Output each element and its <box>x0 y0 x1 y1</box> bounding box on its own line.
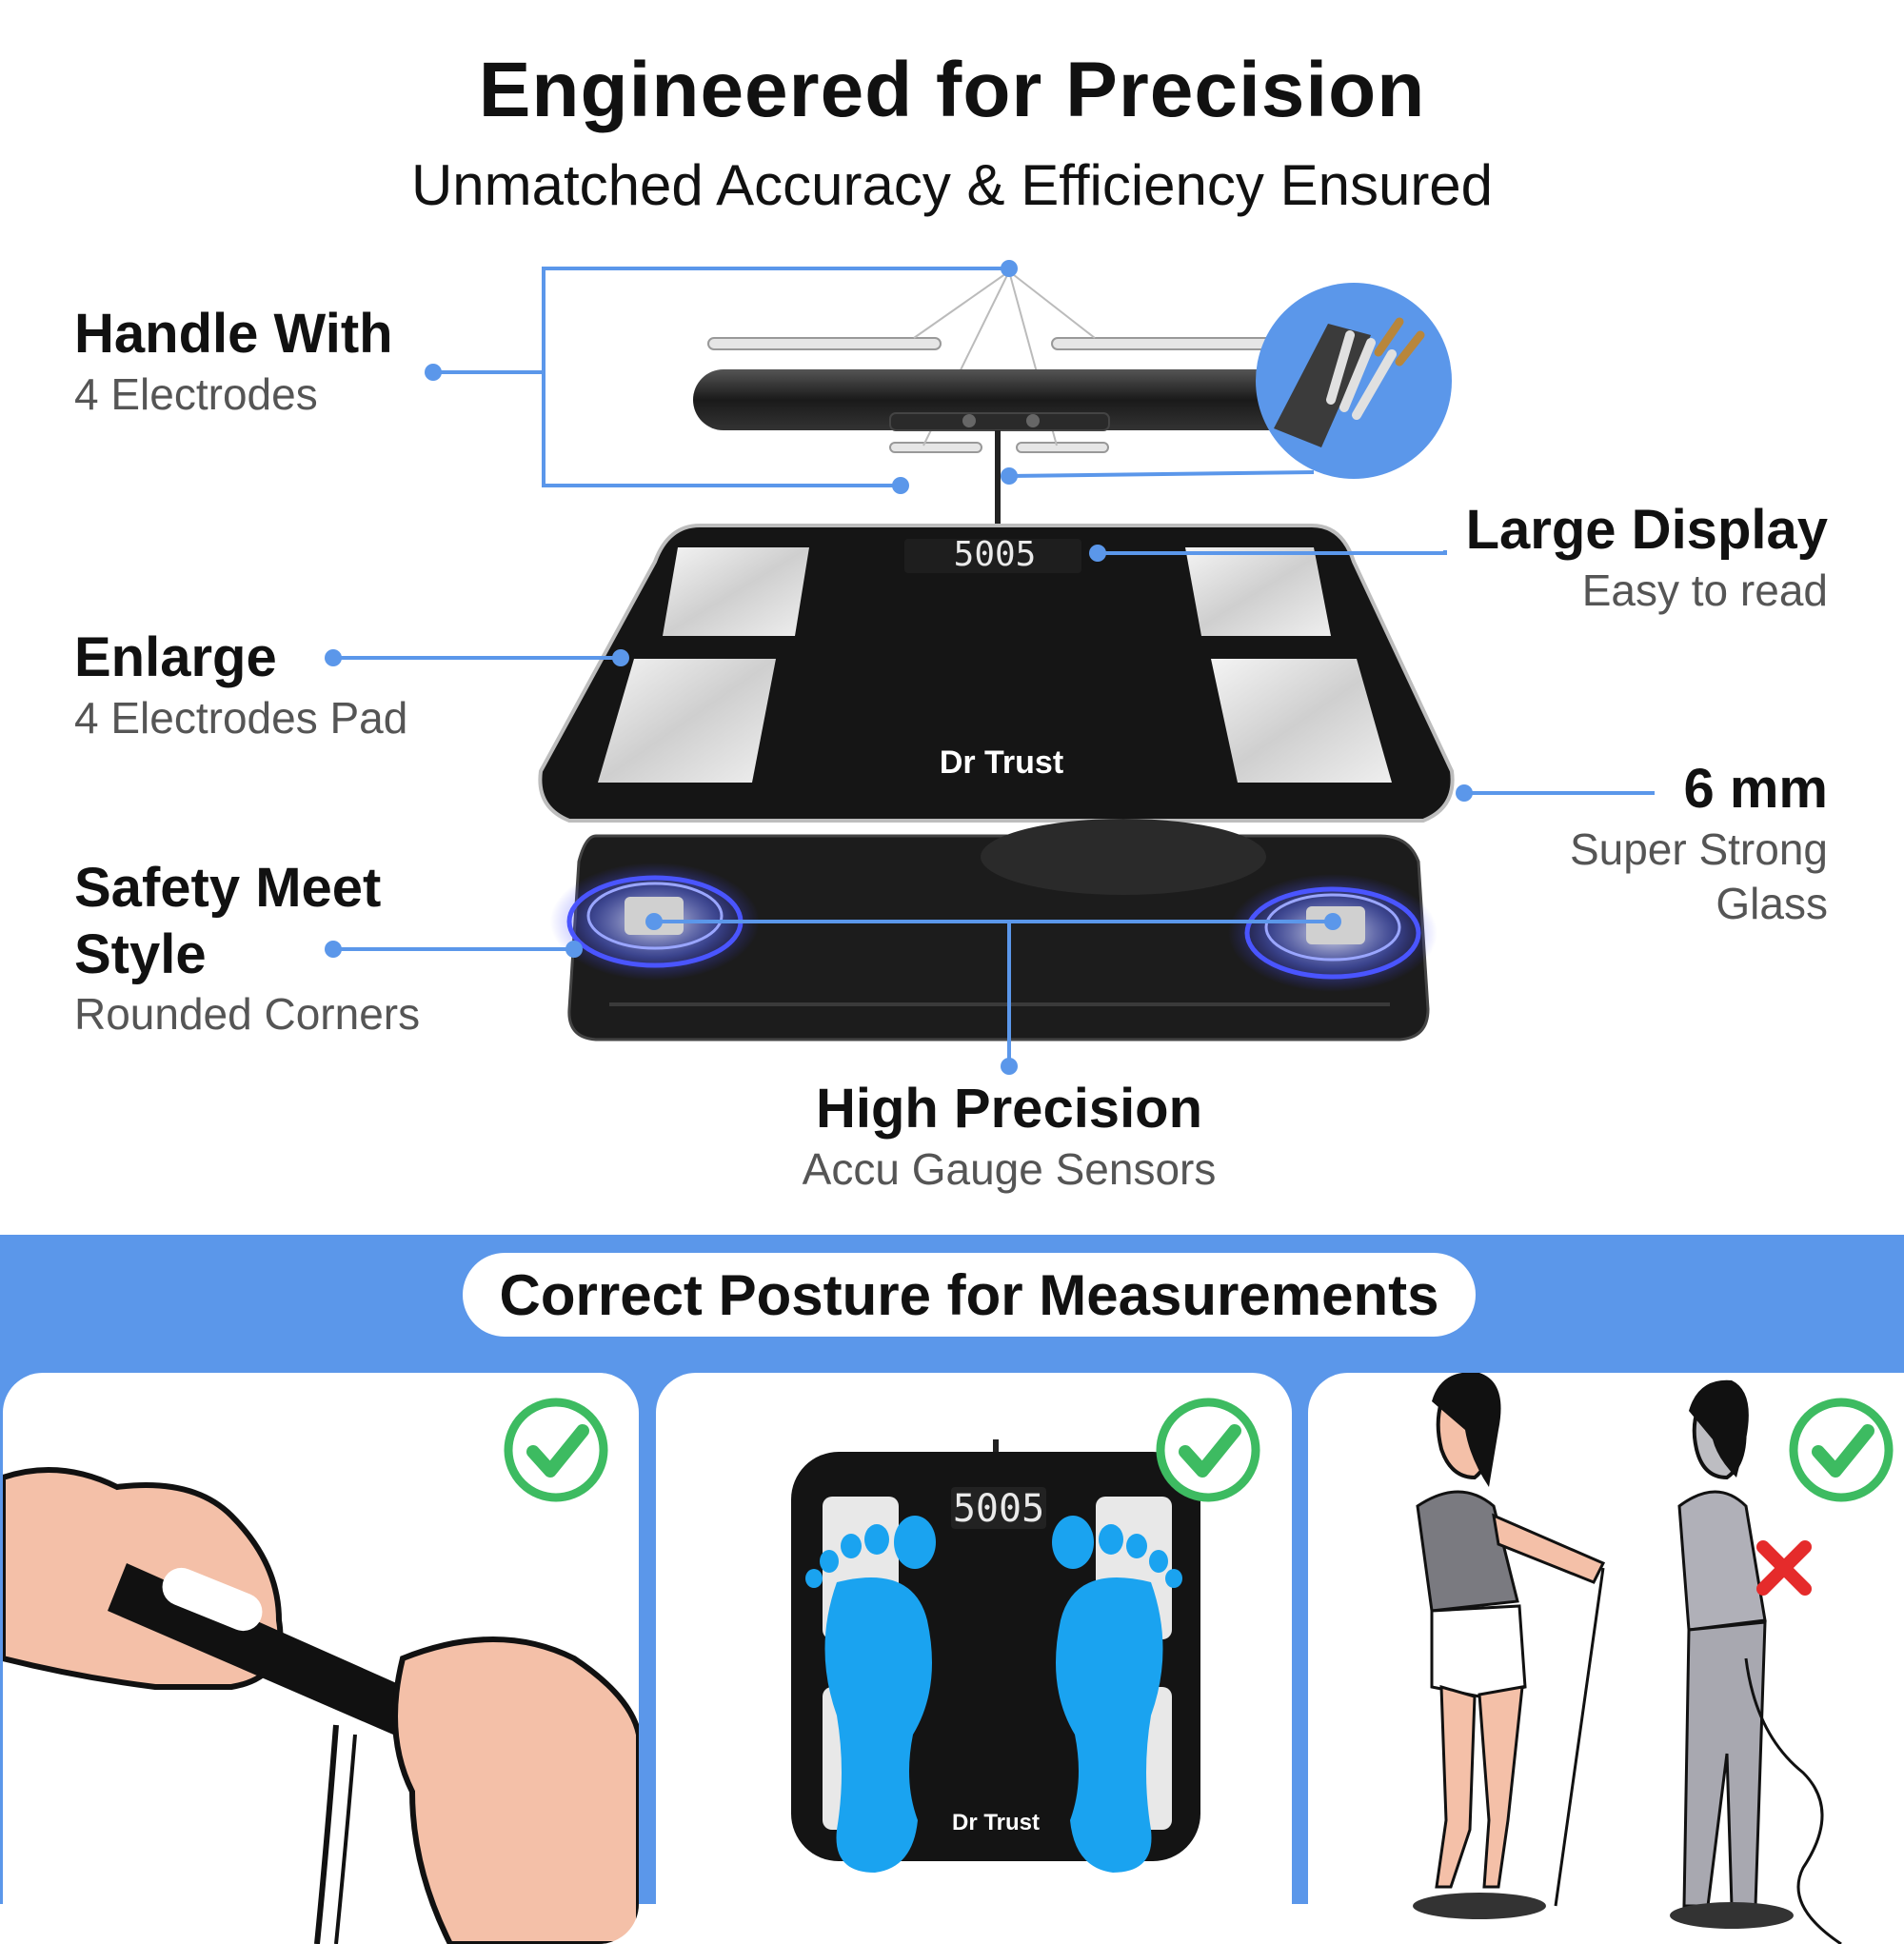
scale-glass-top <box>538 524 1455 823</box>
posture-card-standing <box>1308 1373 1904 1944</box>
posture-card-handle <box>3 1373 639 1944</box>
cross-icon <box>1756 1540 1812 1596</box>
feature-safety: Safety Meet Style Rounded Corners <box>74 855 420 1042</box>
page-title: Engineered for Precision <box>478 47 1426 133</box>
feature-glass: 6 mm Super Strong Glass <box>1570 756 1828 932</box>
feature-display-sub: Easy to read <box>1581 565 1828 615</box>
feature-safety-title-1: Safety Meet <box>74 857 382 919</box>
feature-precision: High Precision Accu Gauge Sensors <box>724 1076 1295 1197</box>
feature-glass-title: 6 mm <box>1683 758 1828 820</box>
handle-bar <box>693 369 1302 528</box>
feature-glass-sub-2: Glass <box>1716 879 1828 929</box>
page-subtitle: Unmatched Accuracy & Efficiency Ensured <box>410 153 1494 217</box>
feature-handle: Handle With 4 Electrodes <box>74 301 393 422</box>
foot-icon <box>805 1516 936 1873</box>
feature-handle-title: Handle With <box>74 303 393 365</box>
posture-display-reading: 5005 <box>953 1487 1044 1531</box>
callout-lines <box>333 267 1655 1066</box>
callout-dots <box>325 260 1473 1075</box>
display-reading: 5005 <box>954 535 1037 574</box>
foot-icon <box>1052 1516 1182 1873</box>
cable-inset <box>1256 283 1452 479</box>
posture-card-feet: 5005 Dr Trust <box>656 1373 1292 1944</box>
feature-handle-sub: 4 Electrodes <box>74 368 318 419</box>
posture-heading: Correct Posture for Measurements <box>463 1253 1476 1337</box>
check-circle-icon <box>1156 1398 1260 1502</box>
feature-enlarge: Enlarge 4 Electrodes Pad <box>74 625 407 745</box>
feature-glass-sub-1: Super Strong <box>1569 823 1828 874</box>
feature-display: Large Display Easy to read <box>1466 497 1828 618</box>
feature-safety-sub: Rounded Corners <box>74 989 421 1040</box>
feature-precision-sub: Accu Gauge Sensors <box>802 1143 1217 1194</box>
feature-enlarge-sub: 4 Electrodes Pad <box>74 692 408 743</box>
check-circle-icon <box>1789 1398 1894 1502</box>
person-correct <box>1413 1373 1606 1919</box>
feature-safety-title-2: Style <box>74 922 207 985</box>
brand-logo: Dr Trust <box>940 744 1063 781</box>
posture-brand-logo: Dr Trust <box>952 1810 1040 1835</box>
feature-display-title: Large Display <box>1465 499 1828 561</box>
hand-icon <box>3 1467 639 1944</box>
check-circle-icon <box>504 1398 608 1502</box>
feature-precision-title: High Precision <box>815 1078 1203 1140</box>
scale-diagram: 5005 Dr Trust <box>325 260 1655 1075</box>
scale-base <box>550 819 1438 1041</box>
feature-enlarge-title: Enlarge <box>74 626 277 688</box>
person-incorrect <box>1670 1379 1842 1944</box>
